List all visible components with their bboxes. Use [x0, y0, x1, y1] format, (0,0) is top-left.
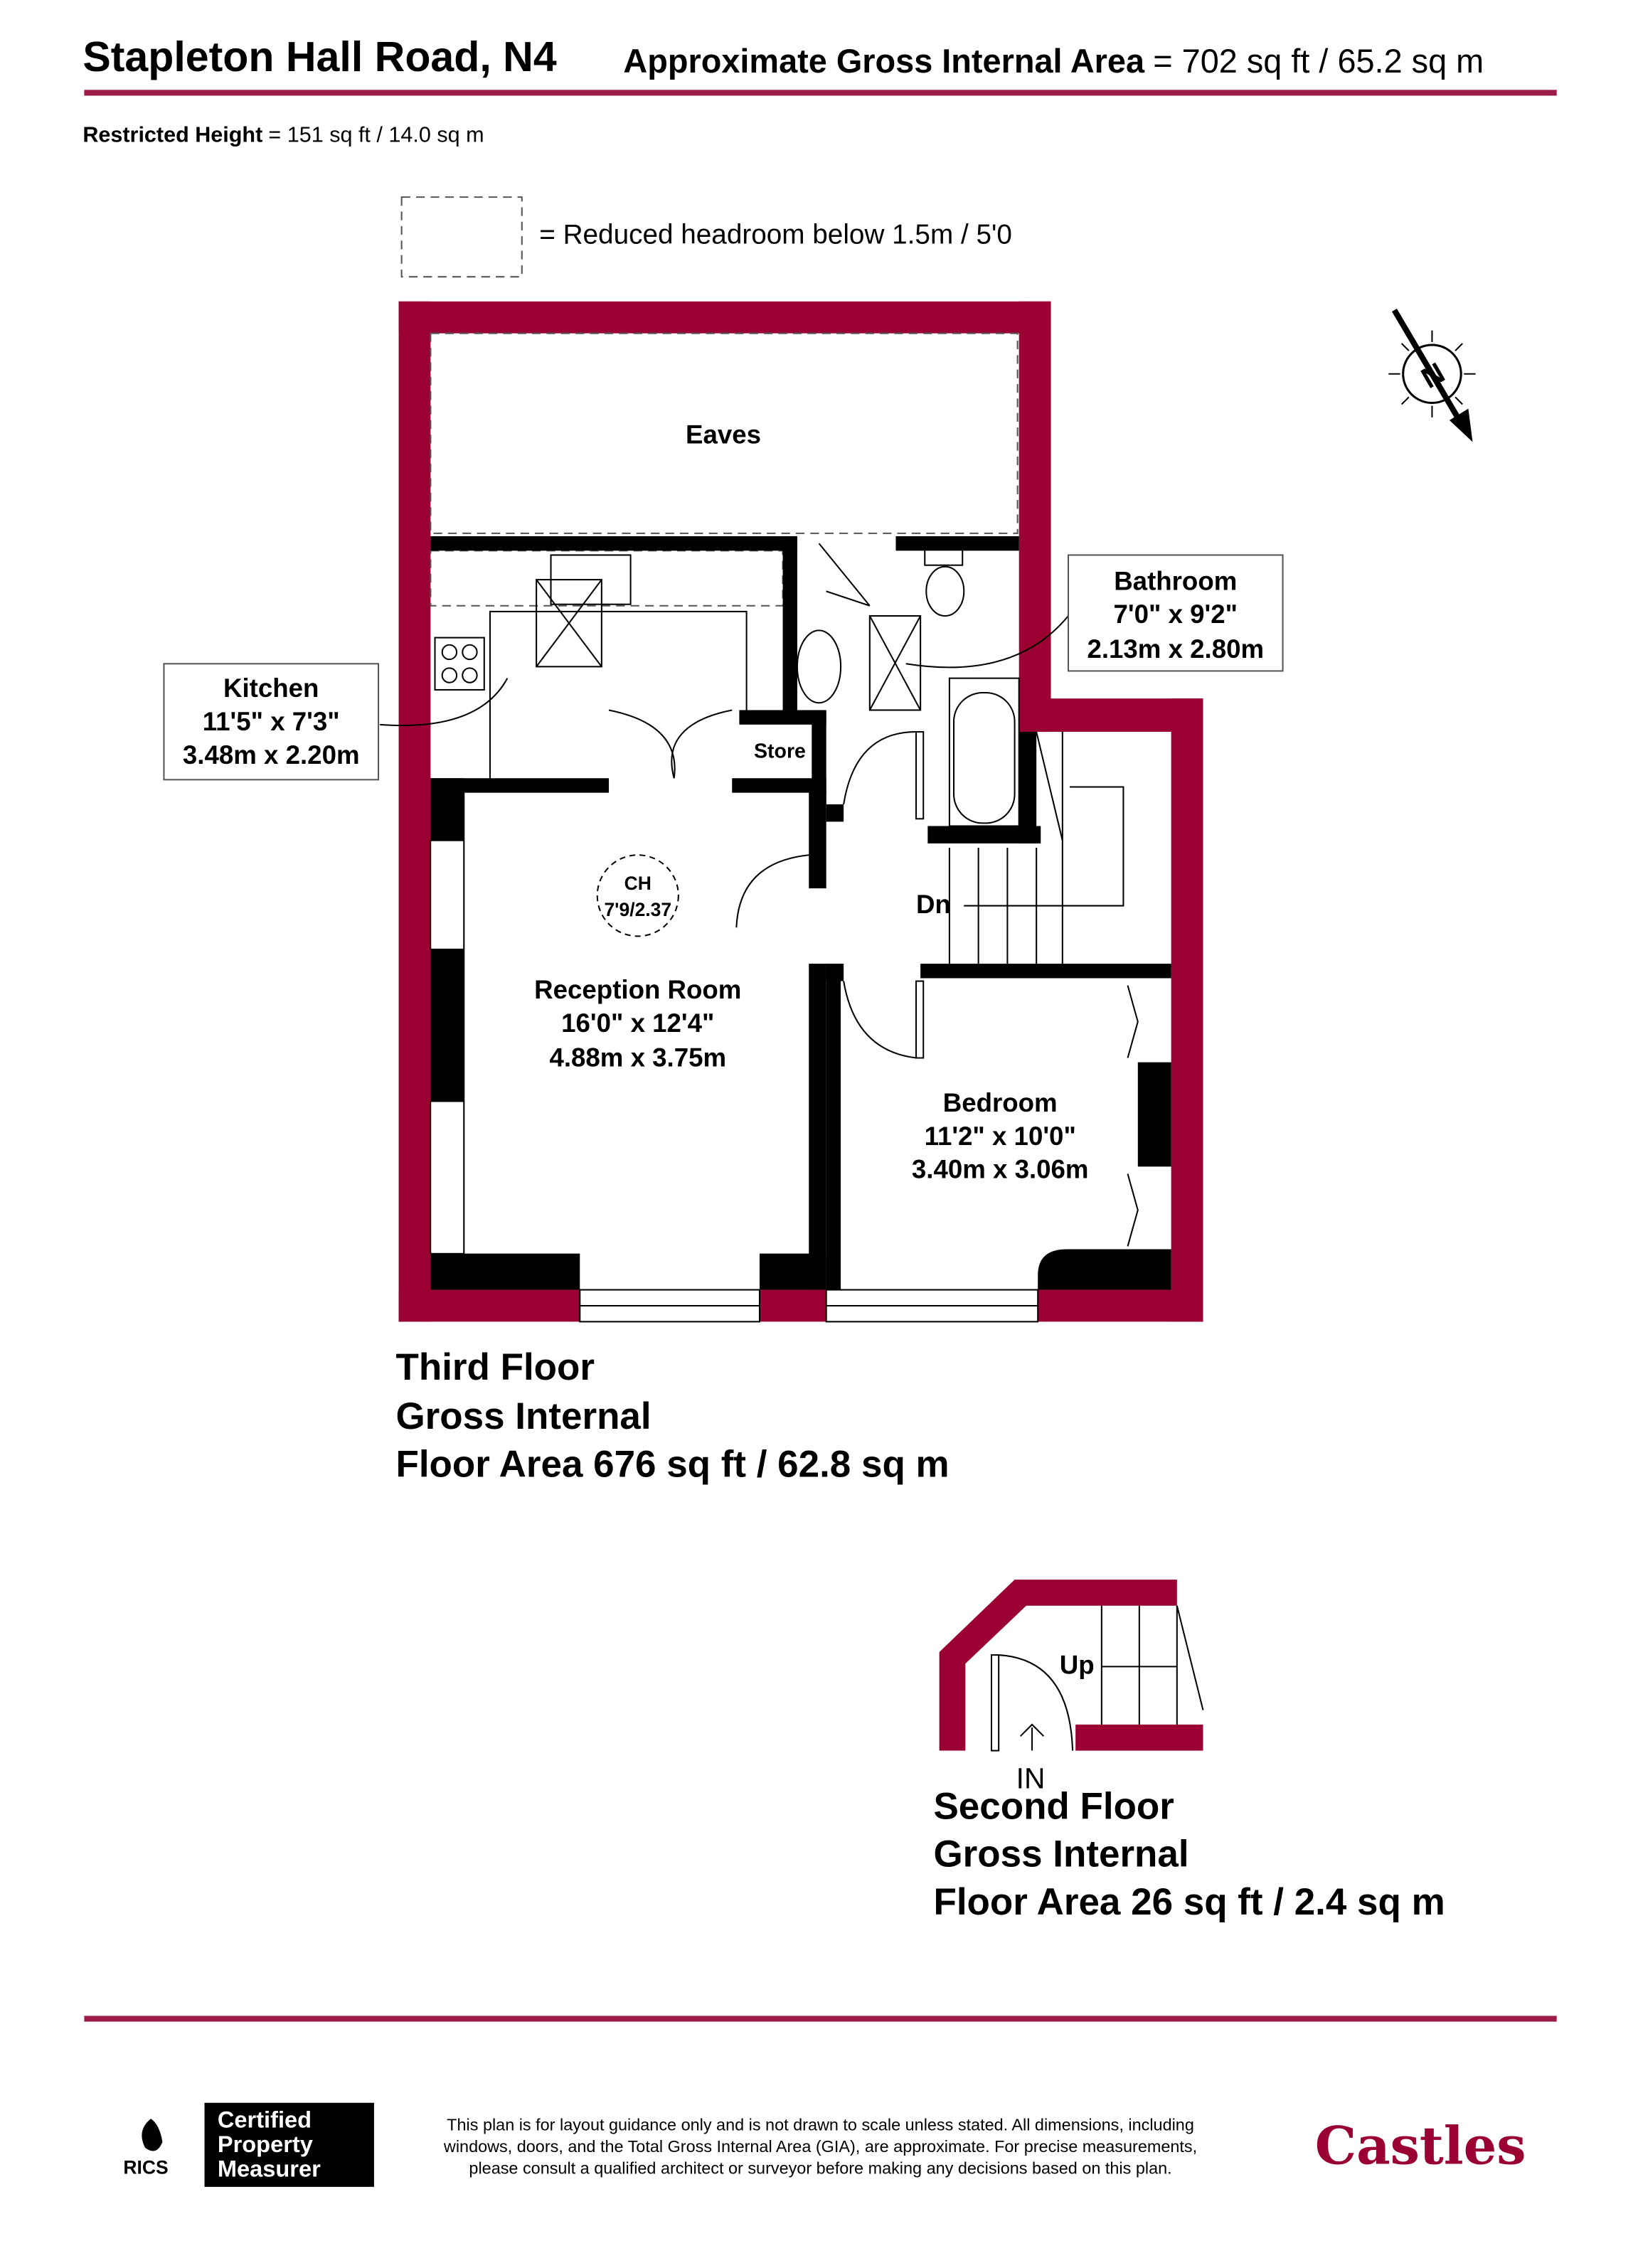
- svg-text:7'0" x 9'2": 7'0" x 9'2": [1114, 600, 1238, 629]
- restricted-label: Restricted Height: [83, 123, 262, 147]
- north-arrow-icon: N: [1388, 308, 1476, 442]
- svg-text:3.40m x 3.06m: 3.40m x 3.06m: [912, 1155, 1089, 1184]
- second-floor-title: Second Floor Gross Internal Floor Area 2…: [933, 1785, 1445, 1922]
- stairs-down-label: Dn: [916, 890, 951, 919]
- ceiling-height-value: 7'9/2.37: [604, 899, 671, 920]
- svg-text:Gross Internal: Gross Internal: [933, 1833, 1188, 1875]
- room-label-bedroom: Bedroom 11'2" x 10'0" 3.40m x 3.06m: [912, 1088, 1089, 1184]
- disclaimer: This plan is for layout guidance only an…: [443, 2115, 1197, 2177]
- room-label-kitchen: Kitchen 11'5" x 7'3" 3.48m x 2.20m: [163, 663, 380, 781]
- svg-text:Bedroom: Bedroom: [943, 1088, 1058, 1117]
- svg-text:windows, doors, and the Total: windows, doors, and the Total Gross Inte…: [443, 2137, 1197, 2156]
- svg-text:Certified: Certified: [218, 2106, 312, 2132]
- third-floor-title: Third Floor Gross Internal Floor Area 67…: [395, 1346, 949, 1486]
- restricted-value: = 151 sq ft / 14.0 sq m: [268, 123, 484, 147]
- restricted-height-text: Restricted Height= 151 sq ft / 14.0 sq m: [83, 123, 484, 147]
- svg-text:16'0" x 12'4": 16'0" x 12'4": [561, 1008, 714, 1038]
- svg-text:3.48m x 2.20m: 3.48m x 2.20m: [183, 740, 360, 770]
- svg-text:4.88m x 3.75m: 4.88m x 3.75m: [549, 1043, 726, 1072]
- footer-rule: [84, 2016, 1557, 2022]
- entrance-label: IN: [1016, 1762, 1046, 1795]
- stairs-down: [948, 731, 1124, 964]
- address-title: Stapleton Hall Road, N4: [83, 33, 557, 80]
- castles-logo: Castles: [1315, 2115, 1526, 2176]
- room-label-bathroom: Bathroom 7'0" x 9'2" 2.13m x 2.80m: [1067, 554, 1284, 672]
- svg-text:Floor Area 676 sq ft / 62.8 sq: Floor Area 676 sq ft / 62.8 sq m: [395, 1443, 949, 1485]
- ceiling-height-marker: [596, 854, 679, 937]
- header-rule: [84, 90, 1557, 96]
- svg-text:please consult a qualified arc: please consult a qualified architect or …: [469, 2159, 1171, 2178]
- svg-text:11'5" x 7'3": 11'5" x 7'3": [203, 707, 340, 736]
- svg-text:This plan is for layout guidan: This plan is for layout guidance only an…: [447, 2115, 1194, 2134]
- svg-text:Gross Internal: Gross Internal: [395, 1395, 651, 1437]
- svg-text:Third Floor: Third Floor: [395, 1346, 595, 1388]
- svg-text:Property: Property: [218, 2131, 313, 2157]
- svg-text:RICS: RICS: [123, 2157, 168, 2178]
- svg-text:Floor Area 26 sq ft / 2.4 sq m: Floor Area 26 sq ft / 2.4 sq m: [933, 1881, 1445, 1923]
- external-walls: [398, 301, 1203, 1322]
- room-label-store: Store: [754, 740, 806, 763]
- rics-logo: RICS: [123, 2119, 169, 2178]
- svg-text:2.13m x 2.80m: 2.13m x 2.80m: [1087, 634, 1264, 664]
- gia-text: Approximate Gross Internal Area= 702 sq …: [623, 43, 1484, 80]
- svg-text:Reception Room: Reception Room: [534, 975, 741, 1004]
- stairs-up-label: Up: [1060, 1651, 1095, 1680]
- room-label-eaves: Eaves: [686, 420, 761, 449]
- reduced-headroom-legend: = Reduced headroom below 1.5m / 5'0: [539, 219, 1012, 250]
- fixtures: [380, 543, 1139, 1247]
- reduced-headroom-swatch: [400, 196, 523, 278]
- gia-label: Approximate Gross Internal Area: [623, 43, 1145, 80]
- third-floor-plan: Eaves Kitchen 11'5" x 7'3" 3.48m x 2.20m…: [163, 301, 1284, 1323]
- svg-text:Kitchen: Kitchen: [223, 674, 319, 703]
- svg-text:Bathroom: Bathroom: [1114, 566, 1237, 595]
- room-label-reception: Reception Room 16'0" x 12'4" 4.88m x 3.7…: [534, 975, 741, 1072]
- svg-text:11'2" x 10'0": 11'2" x 10'0": [925, 1122, 1076, 1151]
- second-floor-plan: Up IN: [939, 1580, 1204, 1795]
- ceiling-height-label: CH: [624, 873, 652, 894]
- svg-text:Measurer: Measurer: [218, 2156, 321, 2182]
- gia-value: = 702 sq ft / 65.2 sq m: [1153, 43, 1484, 80]
- svg-text:Second Floor: Second Floor: [933, 1785, 1174, 1827]
- certified-measurer-badge: Certified Property Measurer: [204, 2102, 374, 2187]
